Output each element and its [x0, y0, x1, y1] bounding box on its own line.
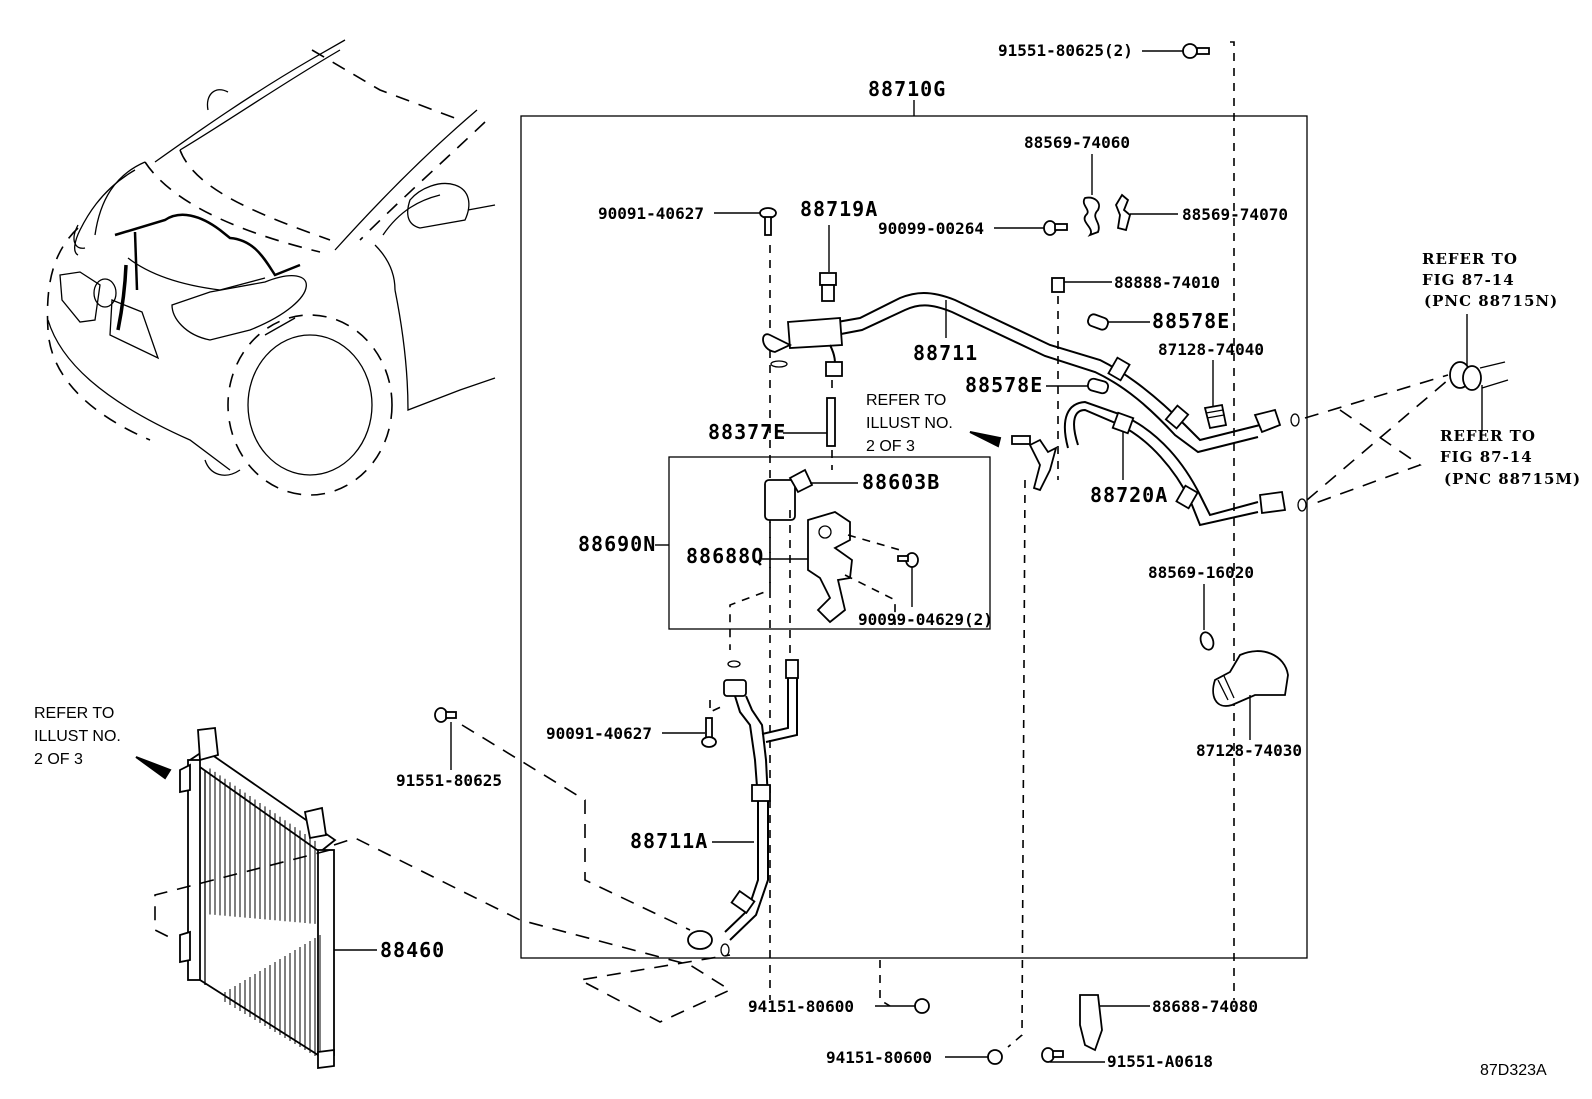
arrow-icon — [969, 431, 1002, 448]
svg-text:2 OF 3: 2 OF 3 — [34, 751, 83, 768]
part-label-88688-74080[interactable]: 88688-74080 — [1152, 997, 1258, 1016]
illustration-code: 87D323A — [1480, 1062, 1547, 1079]
cap-icon — [1087, 377, 1109, 395]
part-label-88888-74010[interactable]: 88888-74010 — [1114, 273, 1220, 292]
part-label-91551-80625[interactable]: 91551-80625 — [396, 771, 502, 790]
reference-note-center: REFER TO ILLUST NO. 2 OF 3 — [866, 392, 953, 455]
assembly-label-88710G[interactable]: 88710G — [868, 77, 946, 101]
svg-text:REFER TO: REFER TO — [866, 392, 946, 409]
cap-icon — [1051, 277, 1065, 293]
bolt-icon — [701, 717, 717, 748]
valve-cap-icon — [819, 272, 837, 302]
bolt-icon — [897, 552, 919, 568]
part-label-90099-00264[interactable]: 90099-00264 — [878, 219, 984, 238]
reference-note-fig-top: REFER TO FIG 87-14 (PNC 88715N) — [1422, 250, 1558, 310]
svg-text:(PNC 88715M): (PNC 88715M) — [1444, 470, 1581, 488]
assembly-88690N-frame — [668, 456, 991, 630]
bracket-icon — [1079, 994, 1103, 1052]
connector-icon — [1449, 361, 1509, 391]
svg-text:ILLUST NO.: ILLUST NO. — [34, 728, 121, 745]
vehicle-outline-illustration — [46, 39, 496, 496]
clamp-icon — [1082, 196, 1100, 237]
part-label-90099-04629-2[interactable]: 90099-04629(2) — [858, 610, 993, 629]
part-label-90091-40627-lower[interactable]: 90091-40627 — [546, 724, 652, 743]
part-label-88460[interactable]: 88460 — [380, 938, 445, 962]
boot-icon — [1212, 650, 1289, 707]
part-label-88569-74060[interactable]: 88569-74060 — [1024, 133, 1130, 152]
part-label-87128-74030[interactable]: 87128-74030 — [1196, 741, 1302, 760]
part-label-88688Q[interactable]: 88688Q — [686, 544, 764, 568]
assembly-label-88690N[interactable]: 88690N — [578, 532, 656, 556]
svg-text:REFER TO: REFER TO — [34, 705, 114, 722]
part-label-88569-74070[interactable]: 88569-74070 — [1182, 205, 1288, 224]
part-label-88719A[interactable]: 88719A — [800, 197, 878, 221]
part-label-88711A[interactable]: 88711A — [630, 829, 708, 853]
svg-text:2 OF 3: 2 OF 3 — [866, 438, 915, 455]
part-label-88603B[interactable]: 88603B — [862, 470, 940, 494]
part-label-91551-80625-2[interactable]: 91551-80625(2) — [998, 41, 1133, 60]
valve-core-icon — [826, 397, 836, 447]
part-label-88569-16020[interactable]: 88569-16020 — [1148, 563, 1254, 582]
part-label-87128-74040[interactable]: 87128-74040 — [1158, 340, 1264, 359]
svg-text:FIG 87-14: FIG 87-14 — [1422, 271, 1515, 289]
pressure-switch-icon — [764, 468, 814, 521]
bracket-icon — [807, 511, 853, 624]
arrow-icon — [135, 756, 172, 780]
cap-icon — [1087, 313, 1109, 331]
part-label-91551-A0618[interactable]: 91551-A0618 — [1107, 1052, 1213, 1071]
part-label-88711[interactable]: 88711 — [913, 341, 978, 365]
svg-text:ILLUST NO.: ILLUST NO. — [866, 415, 953, 432]
clamp-icon — [1114, 193, 1132, 232]
part-label-90091-40627-top[interactable]: 90091-40627 — [598, 204, 704, 223]
reference-note-fig-bottom: REFER TO FIG 87-14 (PNC 88715M) — [1440, 427, 1581, 488]
grommet-icon — [1203, 403, 1228, 430]
condenser-88460 — [179, 727, 337, 1070]
svg-text:REFER TO: REFER TO — [1422, 250, 1518, 268]
part-label-88720A[interactable]: 88720A — [1090, 483, 1168, 507]
bolt-icon — [434, 707, 457, 723]
bolt-icon — [759, 207, 777, 236]
svg-text:(PNC 88715N): (PNC 88715N) — [1424, 292, 1558, 310]
svg-text:REFER TO: REFER TO — [1440, 427, 1536, 445]
part-label-88377E[interactable]: 88377E — [708, 420, 786, 444]
discharge-hose-88711 — [762, 292, 1300, 454]
bolt-icon — [1011, 435, 1031, 445]
nut-icon — [914, 998, 930, 1014]
clamp-icon — [1199, 631, 1215, 651]
bolt-icon — [1043, 220, 1068, 236]
part-label-94151-80600-lower[interactable]: 94151-80600 — [826, 1048, 932, 1067]
part-label-88578E-lower[interactable]: 88578E — [965, 373, 1043, 397]
svg-text:FIG 87-14: FIG 87-14 — [1440, 448, 1533, 466]
part-label-88578E-upper[interactable]: 88578E — [1152, 309, 1230, 333]
nut-icon — [987, 1049, 1003, 1065]
part-label-94151-80600-upper[interactable]: 94151-80600 — [748, 997, 854, 1016]
bolt-icon — [1041, 1047, 1064, 1063]
bolt-icon — [1182, 43, 1210, 59]
reference-note-left: REFER TO ILLUST NO. 2 OF 3 — [34, 705, 121, 768]
suction-hose-88720A — [1028, 400, 1307, 527]
liquid-hose-88711A — [687, 659, 799, 957]
